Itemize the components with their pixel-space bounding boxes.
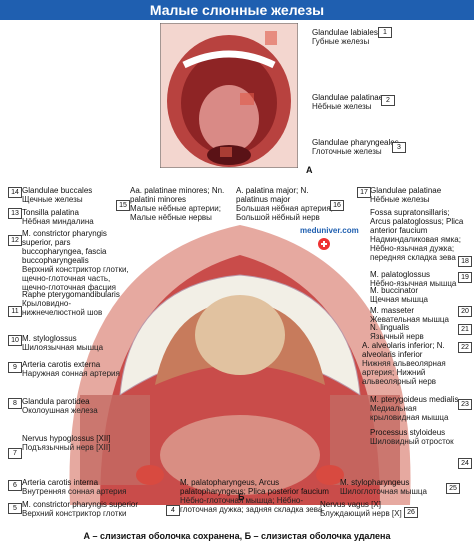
label-number: 26: [404, 507, 418, 518]
label-number: 15: [116, 200, 130, 211]
figure-caption: А – слизистая оболочка сохранена, Б – сл…: [83, 531, 391, 541]
label-fossa-supratonsillaris: Fossa supratonsillaris; Arcus palatoglos…: [370, 208, 464, 262]
label-number: 18: [458, 256, 472, 267]
label-number: 2: [381, 95, 395, 106]
label-number: 12: [8, 235, 22, 246]
panel-a-letter: А: [306, 165, 313, 175]
label-number: 1: [378, 27, 392, 38]
label-number: 6: [8, 480, 22, 491]
label-m-constrictor-buccopharyngea: M. constrictor pharyngis superior, pars …: [22, 229, 129, 292]
label-number: 8: [8, 398, 22, 409]
label-number: 17: [357, 187, 371, 198]
label-number: 22: [458, 342, 472, 353]
label-number: 25: [446, 483, 460, 494]
label-number: 21: [458, 324, 472, 335]
panel-b-illustration: [60, 205, 420, 505]
medical-cross-icon: [318, 238, 330, 250]
label-number: 11: [8, 306, 22, 317]
panel-a-illustration: [160, 23, 298, 168]
label-number: 19: [458, 272, 472, 283]
label-nervus-hypoglossus: Nervus hypoglossus [XII]Подъязычный нерв…: [22, 434, 111, 452]
label-number: 24: [458, 458, 472, 469]
page-title: Малые слюнные железы: [0, 0, 474, 20]
label-number: 23: [458, 399, 472, 410]
label-aa-palatinae-minores: Aa. palatinae minores; Nn. palatini mino…: [130, 186, 225, 222]
label-number: 9: [8, 362, 22, 373]
site-logo-text: meduniver.com: [300, 226, 359, 235]
label-number: 5: [8, 503, 22, 514]
label-number: 20: [458, 306, 472, 317]
label-m-palatopharyngeus: M. palatopharyngeus, Arcus palatopharyng…: [180, 478, 329, 514]
label-number: 3: [392, 142, 406, 153]
label-a-alveolaris-inferior: A. alveolaris inferior; N. alveolaris in…: [362, 341, 446, 386]
label-number: 4: [166, 505, 180, 516]
label-nervus-vagus: Nervus vagus [X]Блуждающий нерв [X]: [320, 500, 402, 518]
label-number: 7: [8, 448, 22, 459]
panel-b-letter: Б: [238, 492, 245, 502]
label-number: 13: [8, 208, 22, 219]
label-number: 14: [8, 187, 22, 198]
label-number: 16: [330, 200, 344, 211]
label-number: 10: [8, 335, 22, 346]
